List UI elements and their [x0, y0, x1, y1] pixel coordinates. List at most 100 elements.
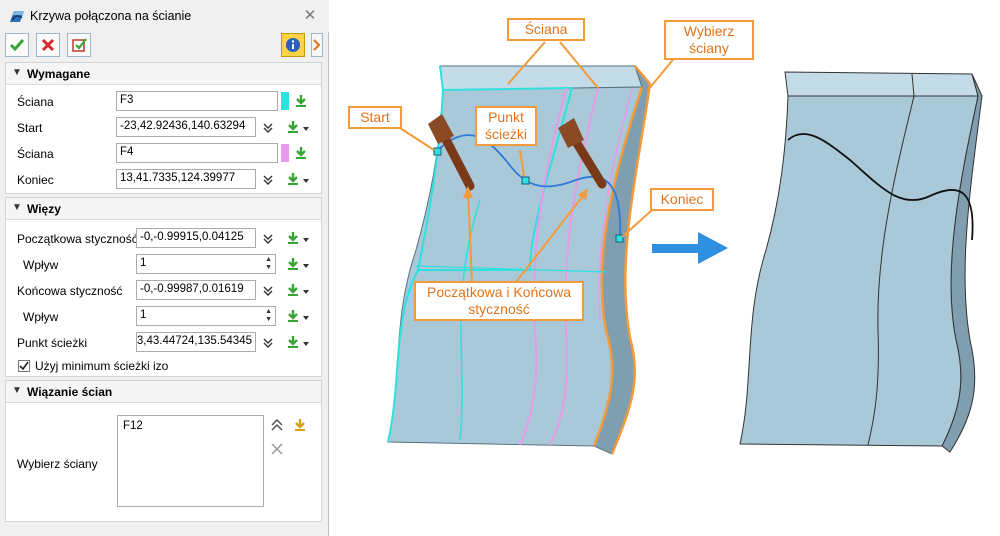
- weight1-spinner[interactable]: 1 ▲▼: [136, 254, 276, 274]
- weight1-value: 1: [140, 257, 147, 269]
- end-tangent-field[interactable]: -0,-0.99987,0.01619: [136, 280, 256, 300]
- start-field[interactable]: -23,42.92436,140.63294: [116, 117, 256, 137]
- face-f4-iso: [598, 87, 633, 321]
- dialog-titlebar: Krzywa połączona na ścianie ✕: [0, 0, 329, 32]
- close-icon[interactable]: ✕: [303, 7, 317, 24]
- panel-toggle-button[interactable]: [311, 33, 323, 57]
- collapse-arrow-icon: ▼: [12, 202, 22, 213]
- panel-toggle-icon: [313, 39, 321, 51]
- result-top-face: [784, 71, 979, 97]
- end-field[interactable]: 13,41.7335,124.39977: [116, 169, 256, 189]
- cancel-button[interactable]: [36, 33, 60, 57]
- face2-label: Ściana: [17, 147, 54, 161]
- checkmark-icon: [19, 361, 29, 371]
- section-face-binding: ▼ Wiązanie ścian Wybierz ściany F12: [5, 380, 322, 522]
- check-icon: [9, 39, 25, 52]
- chevron-down-icon[interactable]: [262, 285, 274, 297]
- callout-tangency: Początkowa i Końcowa styczność: [414, 281, 584, 321]
- face1-label: Ściana: [17, 95, 54, 109]
- pick-icon[interactable]: [285, 171, 301, 187]
- result-front-face: [739, 95, 979, 447]
- callout-leaders: [399, 41, 677, 283]
- pick-icon[interactable]: [293, 93, 309, 109]
- info-icon: [286, 38, 300, 52]
- dialog-title: Krzywa połączona na ścianie: [30, 9, 192, 23]
- section-constraints-header[interactable]: ▼ Więzy: [6, 198, 321, 220]
- section-required: ▼ Wymagane Ściana F3 Start -23,42.92436,…: [5, 62, 322, 194]
- spinner-arrows-icon[interactable]: ▲▼: [265, 308, 272, 323]
- dropdown-arrow-icon[interactable]: [303, 238, 309, 242]
- section-constraints: ▼ Więzy Początkowa styczność -0,-0.99915…: [5, 197, 322, 377]
- callout-face: Ściana: [507, 18, 585, 41]
- section-title: Wymagane: [27, 67, 91, 81]
- section-title: Więzy: [27, 202, 61, 216]
- start-label: Start: [17, 121, 43, 135]
- info-button[interactable]: [281, 33, 305, 57]
- chevron-down-icon[interactable]: [262, 233, 274, 245]
- illustration: Ściana Wybierz ściany Start Punkt ścieżk…: [330, 0, 1000, 536]
- callout-path-point: Punkt ścieżki: [475, 106, 537, 146]
- pick-icon[interactable]: [285, 282, 301, 298]
- weight1-label: Wpływ: [23, 258, 59, 272]
- faces-listbox[interactable]: F12: [117, 415, 264, 507]
- chevron-down-icon[interactable]: [262, 337, 274, 349]
- face1-color-swatch[interactable]: [281, 92, 289, 110]
- face-f3-edge: [387, 269, 419, 443]
- start-tangent-label: Początkowa styczność: [17, 232, 138, 246]
- pick-icon[interactable]: [285, 256, 301, 272]
- double-chevron-up-icon[interactable]: [269, 417, 285, 433]
- face1-field[interactable]: F3: [116, 91, 278, 111]
- dropdown-arrow-icon[interactable]: [303, 179, 309, 183]
- ok-button[interactable]: [5, 33, 29, 57]
- path-point-field[interactable]: 43,43.44724,135.54345: [136, 332, 256, 352]
- pick-icon[interactable]: [285, 334, 301, 350]
- apply-button[interactable]: [67, 33, 91, 57]
- remove-icon[interactable]: [269, 441, 285, 457]
- callout-select-faces: Wybierz ściany: [664, 20, 754, 60]
- dropdown-arrow-icon[interactable]: [303, 264, 309, 268]
- path-point-label: Punkt ścieżki: [17, 336, 88, 350]
- dropdown-arrow-icon[interactable]: [303, 316, 309, 320]
- dialog-toolbar: [0, 32, 329, 60]
- callout-arrowheads: [463, 186, 588, 200]
- end-tangent-arrow: [558, 118, 607, 189]
- pick-icon[interactable]: [285, 308, 301, 324]
- list-item[interactable]: F12: [123, 420, 143, 432]
- dialog-panel: Krzywa połączona na ścianie ✕ ▼ Wymagane…: [0, 0, 329, 536]
- spinner-arrows-icon[interactable]: ▲▼: [265, 256, 272, 271]
- collapse-arrow-icon: ▼: [12, 67, 22, 78]
- start-tangent-field[interactable]: -0,-0.99915,0.04125: [136, 228, 256, 248]
- selected-faces-outline: [592, 86, 644, 447]
- face2-color-swatch[interactable]: [281, 144, 289, 162]
- pick-icon[interactable]: [293, 145, 309, 161]
- section-face-binding-header[interactable]: ▼ Wiązanie ścian: [6, 381, 321, 403]
- callout-start: Start: [348, 106, 402, 129]
- face2-field[interactable]: F4: [116, 143, 278, 163]
- chevron-down-icon[interactable]: [262, 174, 274, 186]
- dropdown-arrow-icon[interactable]: [303, 342, 309, 346]
- chevron-down-icon[interactable]: [262, 122, 274, 134]
- pick-icon[interactable]: [285, 119, 301, 135]
- result-curve: [787, 133, 974, 241]
- pick-icon[interactable]: [292, 417, 308, 433]
- start-point-marker[interactable]: [433, 147, 442, 156]
- start-tangent-arrow: [428, 114, 475, 191]
- weight2-spinner[interactable]: 1 ▲▼: [136, 306, 276, 326]
- iso-path-checkbox[interactable]: [18, 360, 30, 372]
- select-faces-label: Wybierz ściany: [17, 457, 98, 471]
- section-title: Wiązanie ścian: [27, 385, 113, 399]
- weight2-value: 1: [140, 309, 147, 321]
- pick-icon[interactable]: [285, 230, 301, 246]
- dropdown-arrow-icon[interactable]: [303, 290, 309, 294]
- dropdown-arrow-icon[interactable]: [303, 127, 309, 131]
- end-label: Koniec: [17, 173, 54, 187]
- cancel-icon: [41, 38, 55, 52]
- end-point-marker[interactable]: [615, 234, 624, 243]
- cad-viewport: [387, 41, 983, 455]
- path-point-marker[interactable]: [521, 176, 530, 185]
- result-seam: [867, 95, 915, 446]
- curve-on-face-icon: [10, 11, 24, 22]
- collapse-arrow-icon: ▼: [12, 385, 22, 396]
- transition-arrow-icon: [652, 232, 728, 264]
- section-required-header[interactable]: ▼ Wymagane: [6, 63, 321, 85]
